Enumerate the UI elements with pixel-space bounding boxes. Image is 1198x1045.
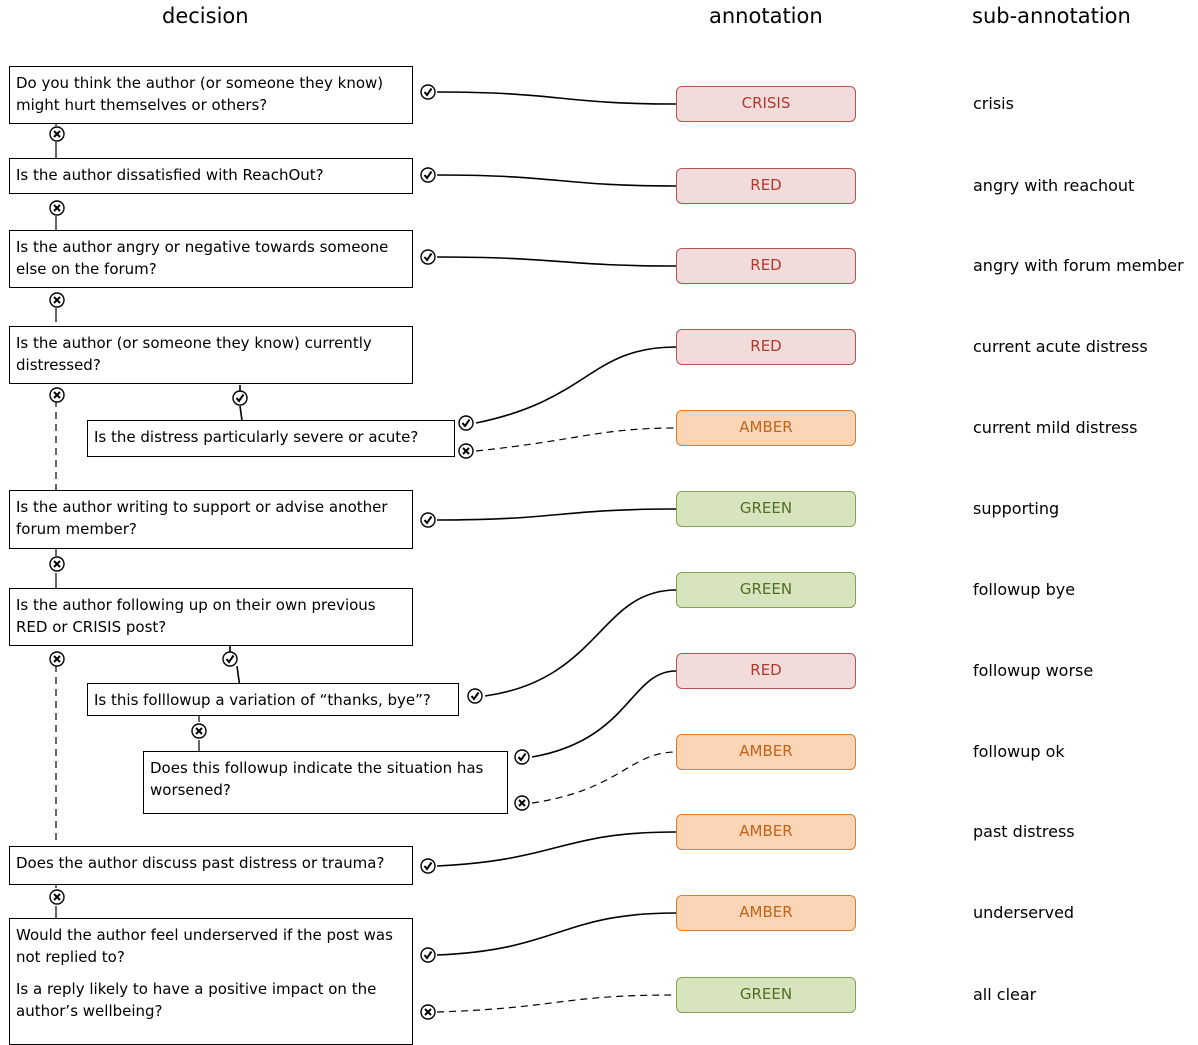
question-underserved-positive-impact: Would the author feel underserved if the…	[9, 918, 413, 1045]
question-supporting-member: Is the author writing to support or advi…	[9, 490, 413, 549]
annotation-red-reachout: RED	[676, 168, 856, 204]
x-circle-icon	[49, 387, 65, 403]
question-distress-severe: Is the distress particularly severe or a…	[87, 420, 455, 457]
check-circle-icon	[420, 84, 436, 100]
sub-annotation-past-distress: past distress	[973, 822, 1075, 841]
annotation-amber-mild-distress: AMBER	[676, 410, 856, 446]
annotation-crisis: CRISIS	[676, 86, 856, 122]
annotation-red-followup-worse: RED	[676, 653, 856, 689]
x-circle-icon	[49, 556, 65, 572]
sub-annotation-all-clear: all clear	[973, 985, 1037, 1004]
annotation-amber-followup-ok: AMBER	[676, 734, 856, 770]
annotation-amber-past-distress: AMBER	[676, 814, 856, 850]
check-circle-icon	[232, 390, 248, 406]
question-past-distress: Does the author discuss past distress or…	[9, 846, 413, 885]
x-circle-icon	[420, 1004, 436, 1020]
question-angry-forum-member: Is the author angry or negative towards …	[9, 230, 413, 288]
sub-annotation-angry-reachout: angry with reachout	[973, 176, 1135, 195]
annotation-red-acute-distress: RED	[676, 329, 856, 365]
sub-annotation-crisis: crisis	[973, 94, 1014, 113]
question-dissatisfied-reachout: Is the author dissatisfied with ReachOut…	[9, 158, 413, 194]
question-positive-impact: Is a reply likely to have a positive imp…	[16, 980, 377, 1020]
annotation-column-header: annotation	[709, 4, 823, 28]
sub-annotation-supporting: supporting	[973, 499, 1060, 518]
x-circle-icon	[49, 126, 65, 142]
check-circle-icon	[514, 749, 530, 765]
sub-annotation-followup-worse: followup worse	[973, 661, 1094, 680]
check-circle-icon	[458, 415, 474, 431]
sub-annotation-underserved: underserved	[973, 903, 1075, 922]
check-circle-icon	[222, 651, 238, 667]
x-circle-icon	[191, 723, 207, 739]
sub-annotation-column-header: sub-annotation	[972, 4, 1131, 28]
question-following-up: Is the author following up on their own …	[9, 588, 413, 646]
check-circle-icon	[420, 947, 436, 963]
x-circle-icon	[514, 795, 530, 811]
check-circle-icon	[420, 249, 436, 265]
question-underserved: Would the author feel underserved if the…	[16, 926, 393, 966]
question-hurt-self-or-others: Do you think the author (or someone they…	[9, 66, 413, 124]
question-currently-distressed: Is the author (or someone they know) cur…	[9, 326, 413, 384]
x-circle-icon	[49, 292, 65, 308]
annotation-amber-underserved: AMBER	[676, 895, 856, 931]
check-circle-icon	[420, 858, 436, 874]
question-thanks-bye: Is this folllowup a variation of “thanks…	[87, 683, 459, 716]
question-situation-worsened: Does this followup indicate the situatio…	[143, 751, 508, 814]
sub-annotation-followup-ok: followup ok	[973, 742, 1065, 761]
check-circle-icon	[420, 167, 436, 183]
annotation-green-followup-bye: GREEN	[676, 572, 856, 608]
annotation-red-forum-member: RED	[676, 248, 856, 284]
sub-annotation-current-acute-distress: current acute distress	[973, 337, 1148, 356]
annotation-green-supporting: GREEN	[676, 491, 856, 527]
sub-annotation-followup-bye: followup bye	[973, 580, 1076, 599]
sub-annotation-angry-forum-member: angry with forum member	[973, 256, 1184, 275]
check-circle-icon	[467, 688, 483, 704]
check-circle-icon	[420, 512, 436, 528]
x-circle-icon	[49, 200, 65, 216]
x-circle-icon	[458, 443, 474, 459]
x-circle-icon	[49, 651, 65, 667]
x-circle-icon	[49, 889, 65, 905]
sub-annotation-current-mild-distress: current mild distress	[973, 418, 1138, 437]
decision-column-header: decision	[162, 4, 249, 28]
annotation-green-all-clear: GREEN	[676, 977, 856, 1013]
